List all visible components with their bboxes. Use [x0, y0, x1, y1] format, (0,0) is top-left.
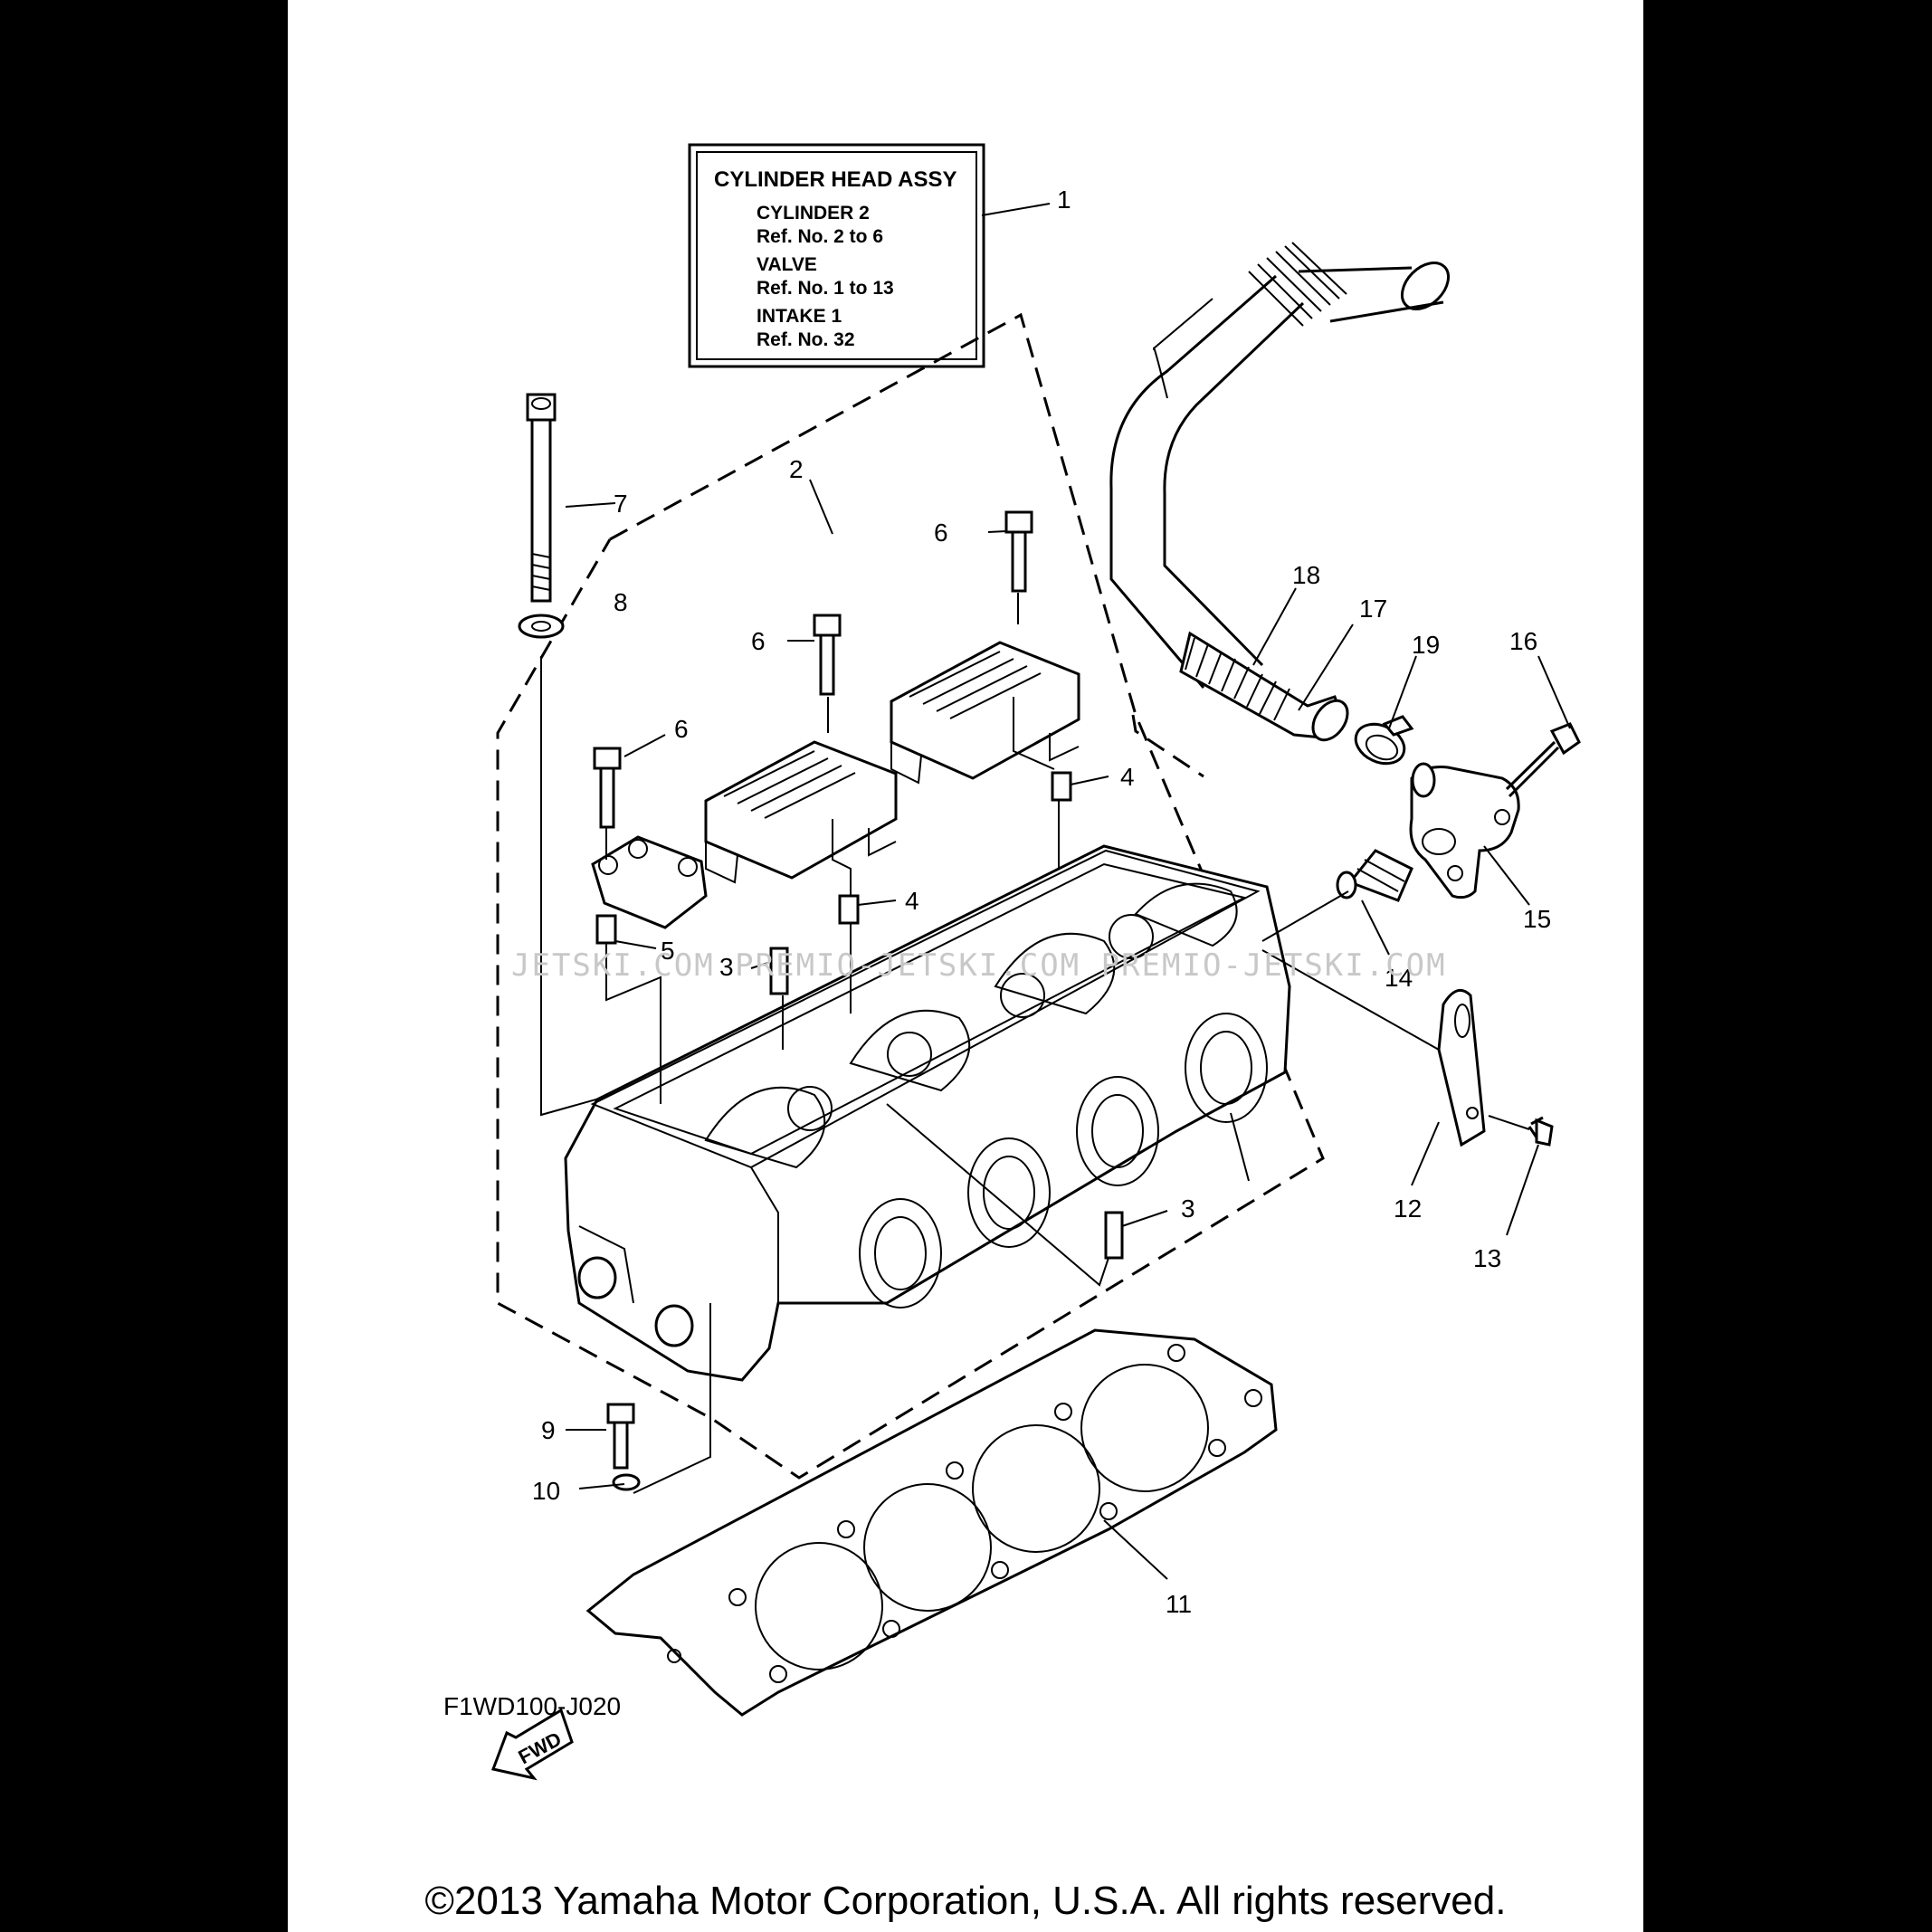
dowel-pin	[595, 914, 617, 945]
callout-6: 6	[934, 519, 948, 547]
dowel-pin	[1051, 771, 1072, 802]
callout-7: 7	[614, 490, 628, 518]
intake-pipe	[1109, 242, 1450, 689]
cylinder-head	[564, 844, 1291, 1382]
bolt-16	[1505, 722, 1581, 798]
exhaust-port	[967, 1137, 1051, 1248]
callout-8: 8	[614, 588, 628, 616]
bolt-6	[1004, 510, 1033, 593]
copyright-notice: ©2013 Yamaha Motor Corporation, U.S.A. A…	[424, 1879, 1507, 1923]
callout-4: 4	[905, 887, 919, 915]
callout-5: 5	[661, 937, 675, 965]
bolt-6	[813, 614, 842, 696]
exhaust-port	[859, 1198, 942, 1309]
callout-numbers: 1 2 3 3 4 4 5 6 6 6 7 8 9 10 11 12 13 14…	[532, 186, 1551, 1618]
callout-9: 9	[541, 1416, 556, 1444]
callout-6: 6	[674, 715, 689, 743]
thermostat-housing	[1409, 762, 1520, 899]
leader-lines	[565, 203, 1571, 1580]
info-box-line: INTAKE 1	[757, 306, 842, 327]
callout-19: 19	[1412, 631, 1440, 659]
washer	[518, 614, 565, 639]
hose-clamp	[1354, 715, 1414, 766]
callout-15: 15	[1523, 905, 1551, 933]
valve-guide	[769, 947, 789, 995]
info-box-title: CYLINDER HEAD ASSY	[714, 167, 956, 192]
callout-3: 3	[719, 953, 734, 981]
bracket	[1437, 988, 1486, 1147]
camshaft-cap-small	[591, 835, 708, 929]
dowel-pin	[838, 894, 860, 925]
thermostat	[1336, 849, 1413, 902]
head-bolt	[526, 393, 557, 603]
valve-chamber	[704, 882, 1238, 1169]
info-box-line: Ref. No. 32	[757, 329, 855, 350]
callout-12: 12	[1394, 1194, 1422, 1223]
bolt-6	[593, 747, 622, 829]
camshaft-cap-rear	[890, 641, 1080, 785]
info-box-line: CYLINDER 2	[757, 203, 870, 224]
callout-2: 2	[789, 455, 804, 483]
valve-guide	[1104, 1211, 1124, 1260]
gasket-holes	[667, 1344, 1262, 1683]
callout-11: 11	[1166, 1590, 1192, 1618]
washer-10	[612, 1473, 641, 1491]
callout-14: 14	[1385, 964, 1413, 992]
figure-code: F1WD100-J020	[443, 1692, 621, 1720]
assembly-boundary-extension	[1131, 714, 1204, 778]
callout-3: 3	[1181, 1194, 1195, 1223]
intake-hose	[1179, 631, 1349, 742]
info-box-line: Ref. No. 1 to 13	[757, 278, 894, 299]
bolt-13	[1488, 1115, 1554, 1147]
exhaust-port	[1185, 1013, 1268, 1123]
callout-4: 4	[1120, 763, 1135, 791]
info-box-line: Ref. No. 2 to 6	[757, 226, 883, 247]
info-box: CYLINDER HEAD ASSY CYLINDER 2 Ref. No. 2…	[688, 143, 985, 368]
assembly-boundary	[496, 312, 1325, 1480]
callout-6: 6	[751, 627, 766, 655]
head-gasket	[585, 1328, 1278, 1717]
camshaft-cap-center	[704, 740, 898, 884]
callout-16: 16	[1509, 627, 1537, 655]
callout-1: 1	[1057, 186, 1071, 214]
watermark: JETSKI.COM PREMIO-JETSKI.COM PREMIO-JETS…	[511, 947, 1447, 984]
callout-18: 18	[1292, 561, 1320, 589]
fwd-arrow: FWD	[490, 1708, 574, 1781]
callout-10: 10	[532, 1477, 560, 1505]
callout-13: 13	[1473, 1244, 1501, 1272]
bolt-9	[606, 1403, 635, 1470]
info-box-line: VALVE	[757, 254, 817, 275]
exhaust-port	[1076, 1076, 1159, 1186]
callout-17: 17	[1359, 595, 1387, 623]
